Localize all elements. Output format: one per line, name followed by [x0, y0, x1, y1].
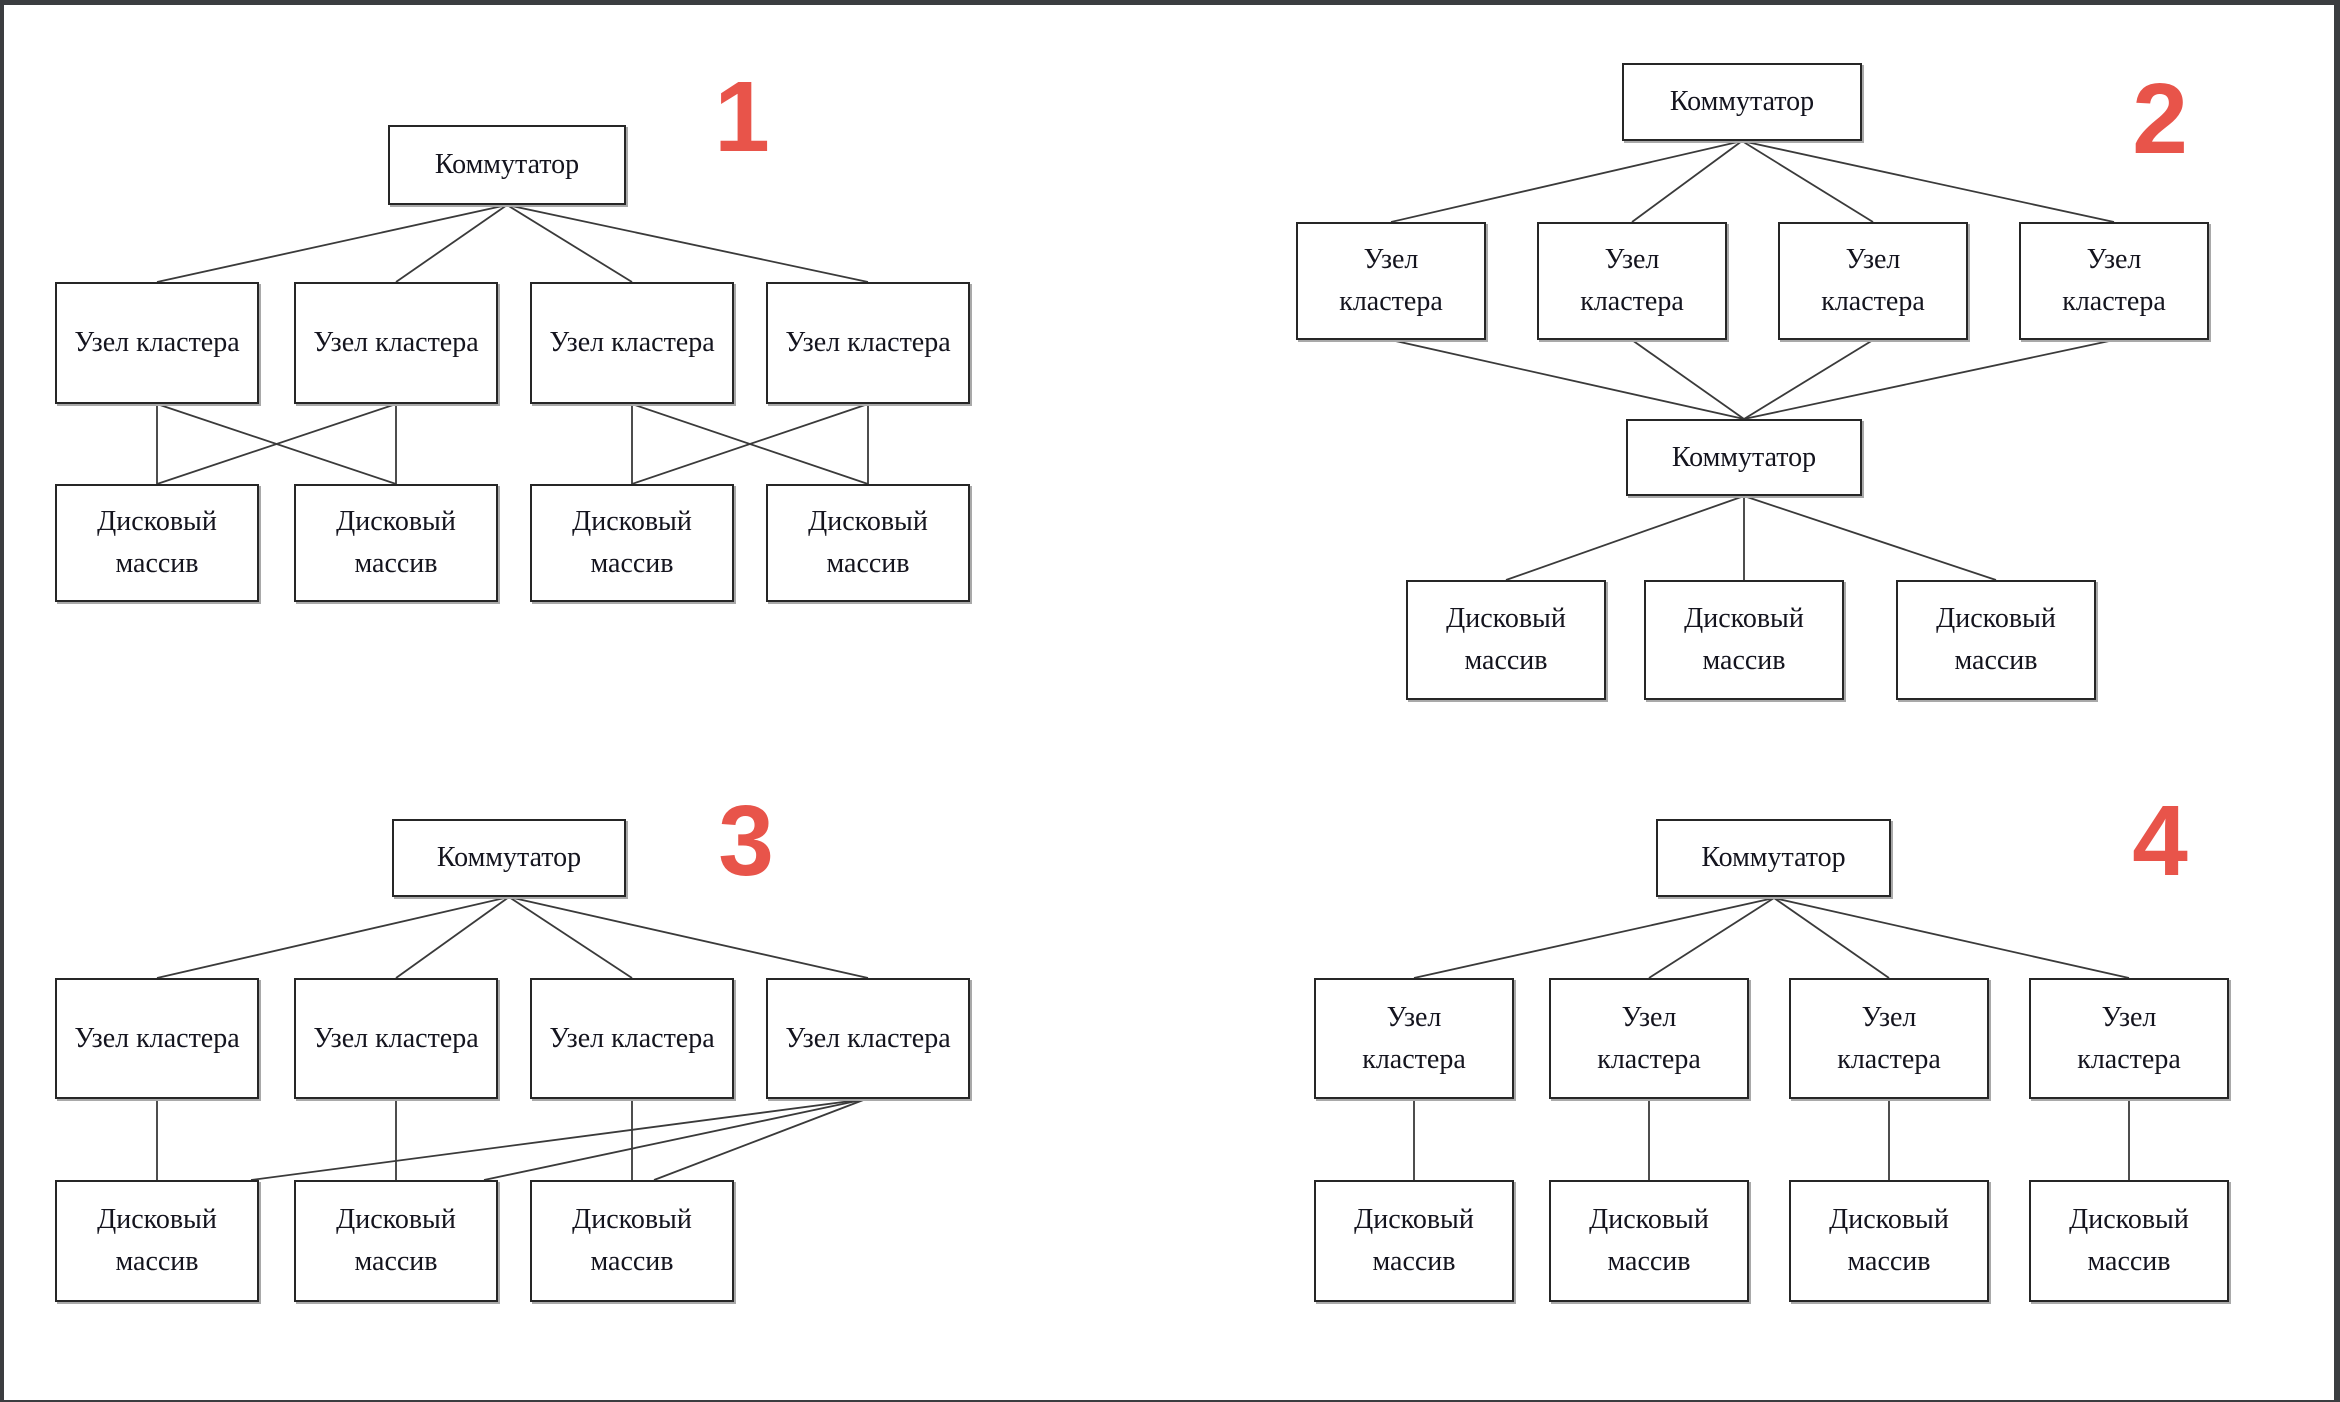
link — [1773, 897, 2130, 979]
cluster-node-box: Узел кластера — [2029, 978, 2229, 1099]
link — [395, 204, 508, 283]
cluster-node-box: Узел кластера — [766, 282, 970, 404]
disk-array-box: Дисковый массив — [530, 1180, 734, 1302]
disk-array-box: Дисковый массив — [1896, 580, 2096, 700]
cluster-node-box: Узел кластера — [1314, 978, 1514, 1099]
cluster-node-box: Узел кластера — [2019, 222, 2209, 340]
cluster-node-box: Узел кластера — [1778, 222, 1968, 340]
link — [508, 896, 633, 979]
link — [506, 204, 633, 283]
diagram-number: 3 — [718, 785, 774, 897]
link — [250, 1098, 867, 1181]
cluster-node-box: Узел кластера — [1296, 222, 1486, 340]
switch-box: Коммутатор — [1656, 819, 1891, 897]
diagram-number: 4 — [2132, 785, 2188, 897]
link — [1773, 897, 1890, 979]
switch-box: Коммутатор — [1626, 419, 1862, 496]
cluster-node-box: Узел кластера — [530, 978, 734, 1099]
cluster-node-box: Узел кластера — [294, 978, 498, 1099]
link — [395, 896, 510, 979]
cluster-node-box: Узел кластера — [55, 978, 259, 1099]
disk-array-box: Дисковый массив — [1644, 580, 1844, 700]
disk-array-box: Дисковый массив — [1314, 1180, 1514, 1302]
link — [156, 403, 397, 485]
link — [1648, 897, 1775, 979]
link — [1505, 495, 1745, 581]
switch-box: Коммутатор — [388, 125, 626, 205]
diagram-number: 2 — [2132, 63, 2188, 175]
cluster-node-box: Узел кластера — [1549, 978, 1749, 1099]
disk-array-box: Дисковый массив — [294, 484, 498, 602]
link — [1743, 495, 1997, 581]
link — [1741, 140, 2115, 223]
disk-array-box: Дисковый массив — [766, 484, 970, 602]
link — [1413, 897, 1775, 979]
link — [1743, 339, 1874, 420]
diagram-number: 1 — [714, 61, 770, 173]
link — [506, 204, 869, 283]
cluster-node-box: Узел кластера — [294, 282, 498, 404]
disk-array-box: Дисковый массив — [294, 1180, 498, 1302]
diagram-4-lines — [1413, 897, 2130, 1180]
disk-array-box: Дисковый массив — [55, 1180, 259, 1302]
link — [1390, 140, 1743, 223]
disk-array-box: Дисковый массив — [1549, 1180, 1749, 1302]
disk-array-box: Дисковый массив — [2029, 1180, 2229, 1302]
link — [1741, 140, 1874, 223]
link — [156, 896, 510, 979]
disk-array-box: Дисковый массив — [1406, 580, 1606, 700]
cluster-node-box: Узел кластера — [1537, 222, 1727, 340]
link — [1390, 339, 1745, 420]
link — [1631, 140, 1743, 223]
connection-lines — [156, 140, 2130, 1181]
link — [156, 204, 508, 283]
diagram-1-lines — [156, 204, 869, 485]
cluster-node-box: Узел кластера — [1789, 978, 1989, 1099]
diagram-3-lines — [156, 896, 869, 1181]
link — [631, 403, 869, 485]
cluster-node-box: Узел кластера — [530, 282, 734, 404]
link — [483, 1098, 867, 1181]
link — [1743, 339, 2115, 420]
diagram-2-lines — [1390, 140, 2115, 581]
link — [653, 1098, 867, 1181]
switch-box: Коммутатор — [1622, 63, 1862, 141]
disk-array-box: Дисковый массив — [1789, 1180, 1989, 1302]
disk-array-box: Дисковый массив — [55, 484, 259, 602]
link — [508, 896, 869, 979]
link — [1631, 339, 1745, 420]
cluster-node-box: Узел кластера — [766, 978, 970, 1099]
cluster-node-box: Узел кластера — [55, 282, 259, 404]
switch-box: Коммутатор — [392, 819, 626, 897]
disk-array-box: Дисковый массив — [530, 484, 734, 602]
